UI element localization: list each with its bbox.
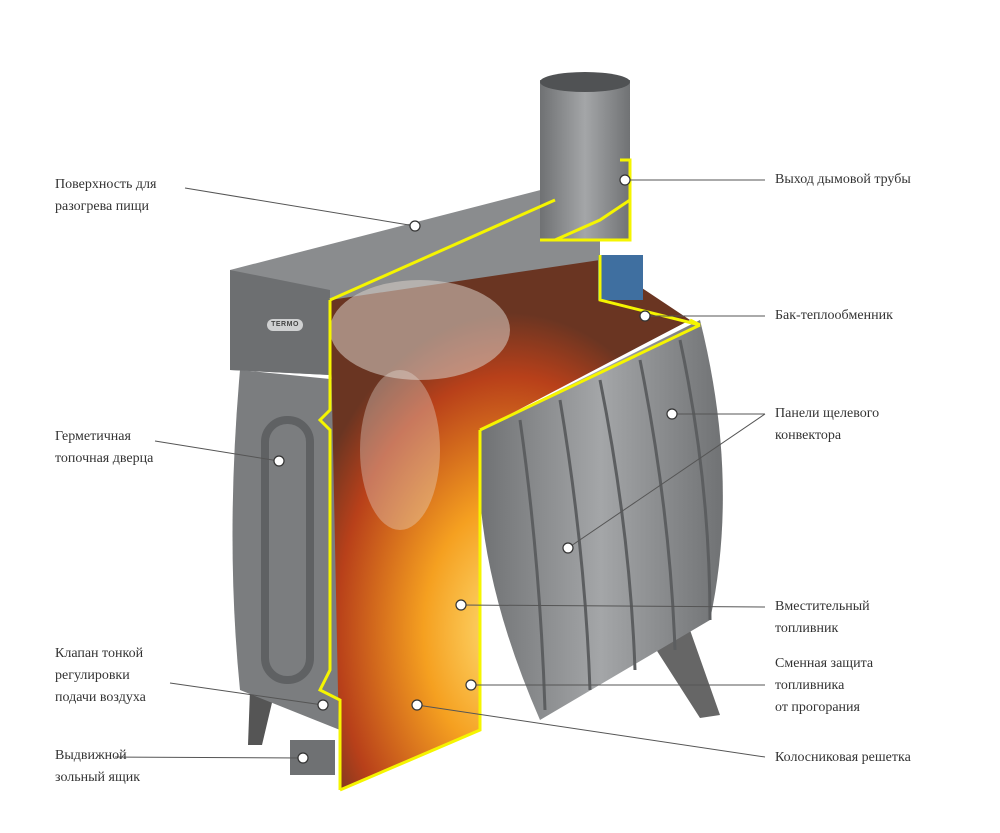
label-tank: Бак-теплообменник: [775, 305, 893, 327]
label-panels: Панели щелевого конвектора: [775, 403, 879, 447]
label-line: Выдвижной: [55, 748, 127, 763]
label-line: разогрева пищи: [55, 199, 150, 214]
marker-firebox: [455, 599, 467, 611]
door-handle: [261, 416, 314, 684]
label-line: топочная дверца: [55, 451, 154, 466]
heat-exchanger-tank: [598, 255, 643, 300]
marker-door: [273, 455, 285, 467]
label-chimney: Выход дымовой трубы: [775, 169, 911, 191]
label-line: от прогорания: [775, 700, 860, 715]
firebox-interior: [330, 260, 690, 790]
marker-panels-1: [666, 408, 678, 420]
label-line: топливника: [775, 678, 845, 693]
marker-grate: [411, 699, 423, 711]
label-line: топливник: [775, 621, 839, 636]
label-valve: Клапан тонкой регулировки подачи воздуха: [55, 643, 146, 709]
chimney-pipe: [540, 80, 630, 240]
label-line: Бак-теплообменник: [775, 308, 893, 323]
marker-panels-2: [562, 542, 574, 554]
label-line: Панели щелевого: [775, 406, 880, 421]
marker-chimney: [619, 174, 631, 186]
label-firebox: Вместительный топливник: [775, 596, 870, 640]
stove-leg-right: [650, 630, 720, 718]
label-line: Сменная защита: [775, 656, 874, 671]
label-line: зольный ящик: [55, 770, 141, 785]
brand-badge: TERMO: [267, 319, 303, 331]
label-line: Герметичная: [55, 429, 131, 444]
label-line: Вместительный: [775, 599, 870, 614]
label-ashbox: Выдвижной зольный ящик: [55, 745, 140, 789]
stove-leg-left: [248, 690, 275, 745]
label-grate: Колосниковая решетка: [775, 747, 911, 769]
label-line: Колосниковая решетка: [775, 750, 911, 765]
leader-lines: [114, 179, 766, 759]
marker-tank: [639, 310, 651, 322]
label-line: регулировки: [55, 668, 130, 683]
convector-panels: [478, 320, 723, 720]
label-line: Поверхность для: [55, 177, 157, 192]
marker-ashbox: [297, 752, 309, 764]
marker-protection: [465, 679, 477, 691]
label-line: Выход дымовой трубы: [775, 172, 911, 187]
section-outline: [317, 158, 701, 792]
label-protection: Сменная защита топливника от прогорания: [775, 653, 873, 719]
label-line: конвектора: [775, 428, 842, 443]
marker-valve: [317, 699, 329, 711]
label-door: Герметичная топочная дверца: [55, 426, 153, 470]
marker-surface: [409, 220, 421, 232]
label-line: Клапан тонкой: [55, 646, 144, 661]
label-line: подачи воздуха: [55, 690, 146, 705]
label-surface: Поверхность для разогрева пищи: [55, 174, 156, 218]
